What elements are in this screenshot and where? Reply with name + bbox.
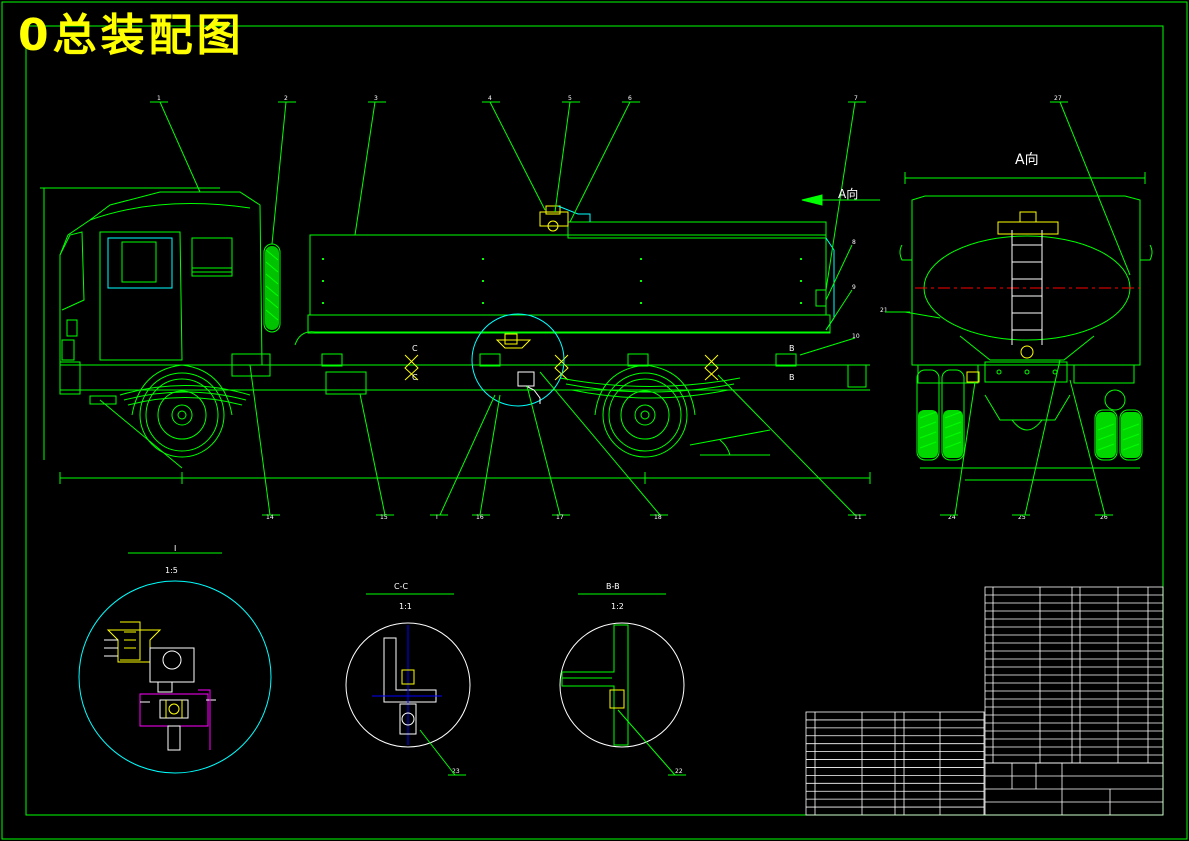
balloon-27: 27 bbox=[1054, 95, 1062, 102]
section-mark-c-top: C bbox=[412, 344, 418, 353]
balloon-23: 23 bbox=[452, 768, 460, 775]
balloon-17: 17 bbox=[556, 514, 564, 521]
rear-window bbox=[191, 237, 233, 277]
manhole-valve bbox=[539, 205, 569, 232]
tank-rivets bbox=[322, 258, 802, 304]
arrow-a-label: A向 bbox=[838, 186, 858, 201]
balloon-14: 14 bbox=[266, 514, 274, 521]
section-mark-b-top: B bbox=[789, 344, 795, 353]
section-bb-scale: 1:2 bbox=[611, 602, 624, 611]
section-cc-label: C-C bbox=[394, 582, 408, 591]
balloon-2: 2 bbox=[284, 95, 288, 102]
detail-i-circle bbox=[471, 313, 565, 407]
balloon-26: 26 bbox=[1100, 514, 1108, 521]
detail-i-view bbox=[78, 580, 272, 774]
drawing-title: 0总装配图 bbox=[18, 10, 245, 61]
balloon-22: 22 bbox=[675, 768, 683, 775]
parts-list-right bbox=[984, 586, 1164, 764]
rear-view-label: A向 bbox=[1015, 152, 1039, 168]
section-bb-label: B-B bbox=[606, 582, 620, 591]
balloon-11: 11 bbox=[854, 514, 862, 521]
leaders-bottom bbox=[99, 364, 856, 516]
balloon-9: 9 bbox=[852, 284, 856, 291]
balloon-1: 1 bbox=[157, 95, 161, 102]
balloon-16: 16 bbox=[476, 514, 484, 521]
balloon-6: 6 bbox=[628, 95, 632, 102]
cab-window-inner bbox=[121, 241, 157, 283]
tank-ladder bbox=[1011, 230, 1043, 345]
inner-frame bbox=[25, 25, 1164, 816]
headlight bbox=[61, 339, 75, 361]
balloon-10: 10 bbox=[852, 333, 860, 340]
rear-wheel bbox=[594, 364, 696, 458]
side-view bbox=[40, 101, 1068, 516]
balloon-18: 18 bbox=[654, 514, 662, 521]
balloon-i: I bbox=[436, 514, 438, 521]
balloon-3: 3 bbox=[374, 95, 378, 102]
front-wheel bbox=[131, 364, 233, 458]
cab-door bbox=[99, 231, 183, 361]
cab-roof bbox=[89, 203, 251, 221]
balloon-7: 7 bbox=[854, 95, 858, 102]
rear-tire-fill bbox=[265, 246, 1141, 458]
balloon-25: 25 bbox=[1018, 514, 1026, 521]
section-mark-b-bottom: B bbox=[789, 373, 795, 382]
balloon-21: 21 bbox=[880, 307, 888, 314]
balloon-24: 24 bbox=[948, 514, 956, 521]
rear-cab-outline bbox=[911, 195, 1141, 366]
title-block bbox=[984, 762, 1164, 816]
section-bb-view bbox=[559, 622, 686, 776]
cab-outline bbox=[59, 191, 263, 366]
cab-front bbox=[59, 231, 85, 311]
manhole-platform bbox=[567, 221, 827, 239]
balloon-4: 4 bbox=[488, 95, 492, 102]
tank-body bbox=[309, 234, 827, 316]
balloon-8: 8 bbox=[852, 239, 856, 246]
balloon-15: 15 bbox=[380, 514, 388, 521]
rear-tires bbox=[916, 369, 1143, 461]
section-mark-c-bottom: C bbox=[412, 373, 418, 382]
rear-leaf-spring bbox=[559, 377, 741, 387]
arrow-a bbox=[801, 194, 880, 206]
detail-i-label: I bbox=[174, 544, 176, 553]
parts-list-left bbox=[805, 711, 985, 816]
dimension-lines bbox=[40, 187, 871, 484]
section-cc-scale: 1:1 bbox=[399, 602, 412, 611]
bumper bbox=[59, 361, 81, 395]
balloon-numbers-bottom: 14 15 I 16 17 18 11 22 23 24 25 26 bbox=[266, 514, 1108, 775]
tank-lower bbox=[307, 314, 831, 334]
section-cc-view bbox=[345, 622, 471, 776]
balloon-numbers-top: 1 2 3 4 5 6 7 8 9 10 27 21 bbox=[157, 95, 1062, 340]
detail-i-scale: 1:5 bbox=[165, 566, 178, 575]
balloon-5: 5 bbox=[568, 95, 572, 102]
front-leaf-spring bbox=[119, 385, 251, 396]
section-marks: C C B B bbox=[412, 344, 795, 382]
leaders-top bbox=[159, 101, 856, 356]
frame-brackets bbox=[231, 353, 797, 395]
cab-window bbox=[107, 237, 173, 289]
